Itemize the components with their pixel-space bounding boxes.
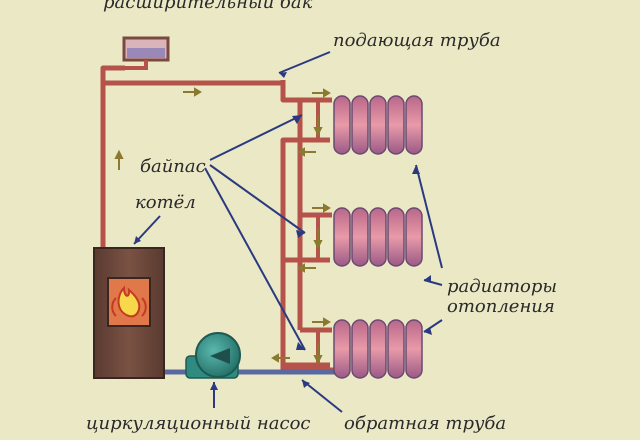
boiler [93,247,165,379]
pointer-arrowheads [134,72,432,390]
flow-arrows [114,87,331,365]
pointer-lines [133,51,443,413]
supply-pipe-label: подающая труба [333,30,501,51]
radiator-top [333,95,423,155]
radiator-middle [333,207,423,267]
return-pipe-label: обратная труба [344,413,507,434]
bypass-label: байпас [140,156,206,177]
radiator-bottom [333,319,423,379]
return-pipe [280,137,340,373]
pump-label: циркуляционный насос [86,413,311,434]
radiators-label-line2: отопления [447,296,555,317]
expansion-tank-label: расширительный бак [103,0,313,13]
boiler-label: котёл [135,192,196,213]
radiators-label-line1: радиаторы [447,276,558,297]
circulation-pump [185,332,241,379]
expansion-tank [103,36,170,70]
